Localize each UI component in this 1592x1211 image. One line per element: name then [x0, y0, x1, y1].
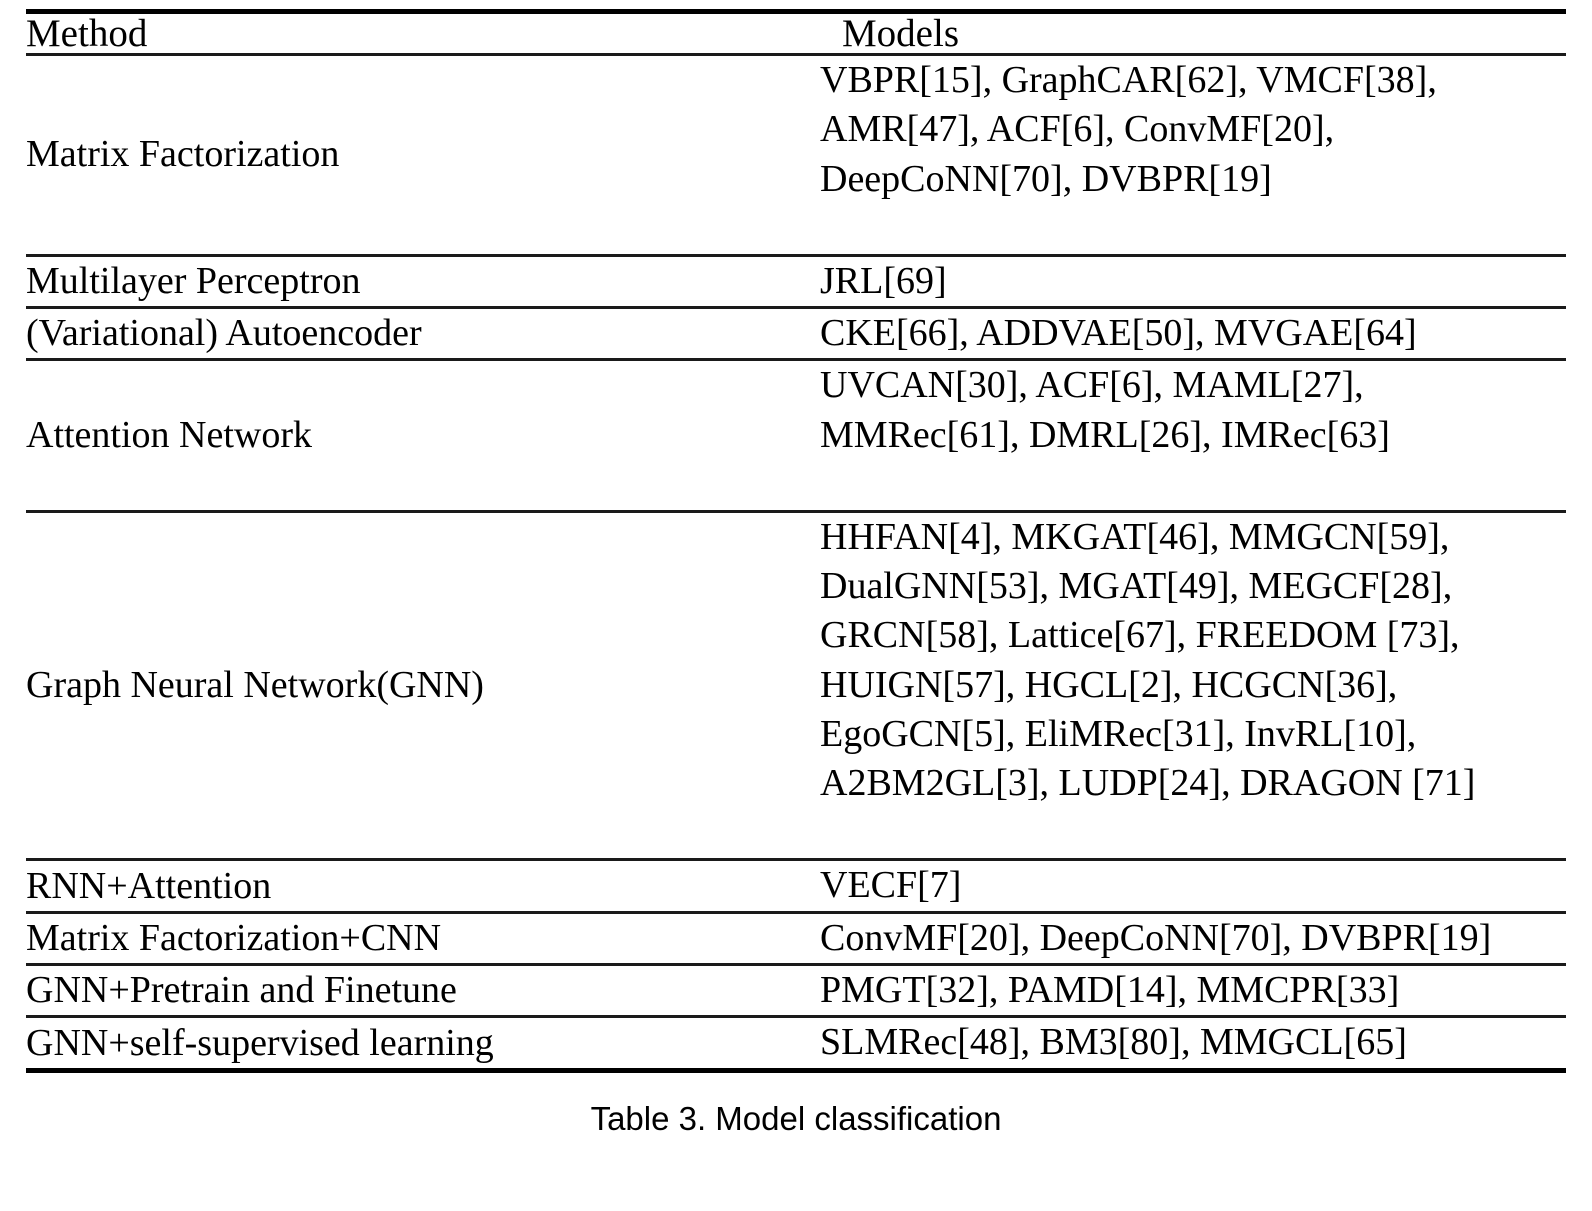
method-cell: GNN+Pretrain and Finetune — [26, 964, 820, 1019]
models-text: PMGT[32], PAMD[14], MMCPR[33] — [820, 969, 1400, 1012]
models-text: UVCAN[30], ACF[6], MAML[27], MMRec[61], … — [820, 364, 1390, 456]
table-row: GNN+self-supervised learning SLMRec[48],… — [26, 1017, 1566, 1068]
method-cell: Matrix Factorization+CNN — [26, 912, 820, 967]
column-header-models: Models — [820, 14, 1566, 56]
column-header-method: Method — [26, 14, 820, 56]
header-row: Method Models — [26, 14, 1566, 56]
method-cell: Attention Network — [26, 359, 820, 513]
method-cell: RNN+Attention — [26, 859, 820, 914]
table-row: Matrix Factorization VBPR[15], GraphCAR[… — [26, 54, 1566, 257]
method-cell: Multilayer Perceptron — [26, 255, 820, 309]
method-cell: Matrix Factorization — [26, 54, 820, 257]
table-row: Attention Network UVCAN[30], ACF[6], MAM… — [26, 359, 1566, 513]
models-cell: UVCAN[30], ACF[6], MAML[27], MMRec[61], … — [820, 359, 1566, 513]
models-text: ConvMF[20], DeepCoNN[70], DVBPR[19] — [820, 916, 1492, 959]
method-cell: Graph Neural Network(GNN) — [26, 511, 820, 862]
models-cell: JRL[69] — [820, 255, 1566, 309]
table-row: (Variational) Autoencoder CKE[66], ADDVA… — [26, 307, 1566, 362]
models-text: JRL[69] — [820, 259, 947, 302]
models-cell: ConvMF[20], DeepCoNN[70], DVBPR[19] — [820, 912, 1566, 967]
models-text: VBPR[15], GraphCAR[62], VMCF[38], AMR[47… — [820, 59, 1437, 200]
models-text: VECF[7] — [820, 864, 962, 907]
table-row: Multilayer Perceptron JRL[69] — [26, 255, 1566, 309]
table-row: Matrix Factorization+CNN ConvMF[20], Dee… — [26, 912, 1566, 967]
table-row: RNN+Attention VECF[7] — [26, 859, 1566, 914]
table-caption: Table 3. Model classification — [590, 1099, 1002, 1137]
table-top-rule — [26, 9, 1566, 14]
models-cell: CKE[66], ADDVAE[50], MVGAE[64] — [820, 307, 1566, 362]
table-header: Method Models — [26, 14, 1566, 56]
table-bottom-rule — [26, 1067, 1566, 1073]
table-body: Matrix Factorization VBPR[15], GraphCAR[… — [26, 54, 1566, 1068]
model-classification-table: Method Models Matrix Factorization VBPR[… — [26, 14, 1566, 1068]
models-text: SLMRec[48], BM3[80], MMGCL[65] — [820, 1021, 1407, 1064]
table-page: Method Models Matrix Factorization VBPR[… — [0, 9, 1592, 1211]
models-cell: PMGT[32], PAMD[14], MMCPR[33] — [820, 964, 1566, 1019]
models-cell: VECF[7] — [820, 859, 1566, 914]
models-text: HHFAN[4], MKGAT[46], MMGCN[59], DualGNN[… — [820, 515, 1476, 805]
models-cell: VBPR[15], GraphCAR[62], VMCF[38], AMR[47… — [820, 54, 1566, 257]
table-row: GNN+Pretrain and Finetune PMGT[32], PAMD… — [26, 964, 1566, 1019]
models-text: CKE[66], ADDVAE[50], MVGAE[64] — [820, 311, 1417, 354]
method-cell: (Variational) Autoencoder — [26, 307, 820, 362]
models-cell: SLMRec[48], BM3[80], MMGCL[65] — [820, 1017, 1566, 1068]
models-cell: HHFAN[4], MKGAT[46], MMGCN[59], DualGNN[… — [820, 511, 1566, 862]
table-row: Graph Neural Network(GNN) HHFAN[4], MKGA… — [26, 511, 1566, 862]
method-cell: GNN+self-supervised learning — [26, 1021, 494, 1064]
